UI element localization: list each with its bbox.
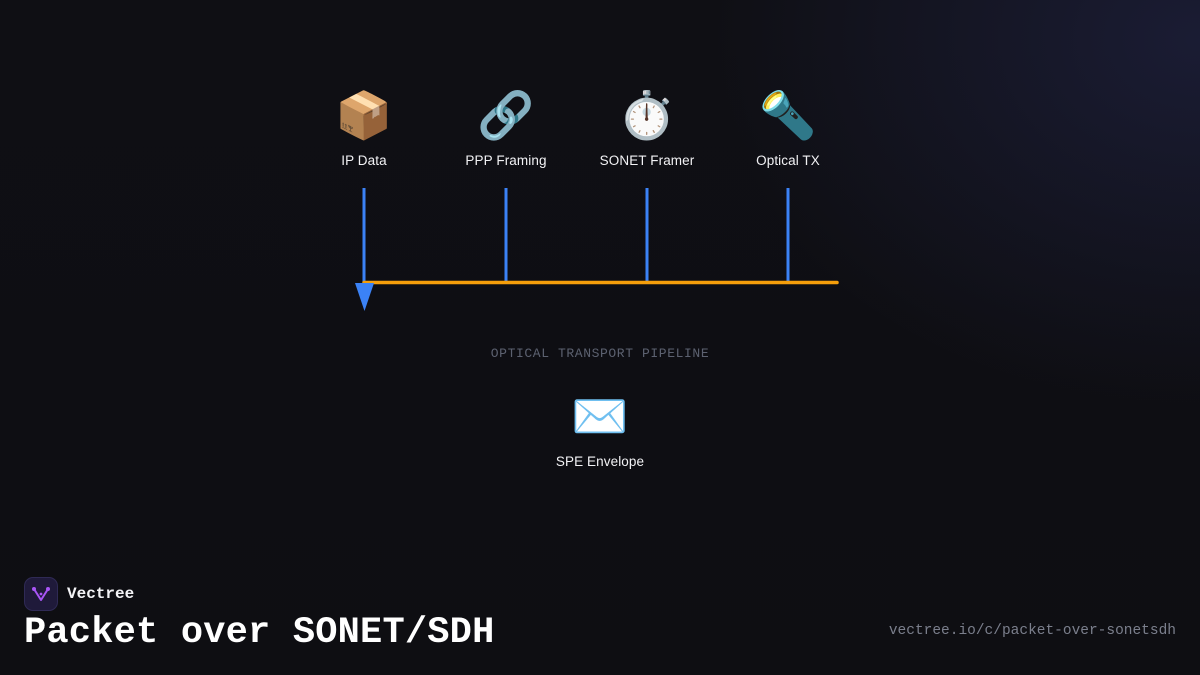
stage-label: PPP Framing [465, 153, 547, 168]
output-spe-envelope: ✉️ SPE Envelope [520, 387, 680, 469]
brand-name: Vectree [67, 585, 135, 603]
page-url[interactable]: vectree.io/c/packet-over-sonetsdh [888, 623, 1176, 639]
output-label: SPE Envelope [555, 454, 645, 469]
link-icon: 🔗 [477, 88, 535, 142]
brand: Vectree [24, 577, 134, 611]
stage-ppp-framing: 🔗 PPP Framing [426, 86, 586, 168]
vectree-logo-icon [24, 577, 58, 611]
stage-optical-tx: 🔦 Optical TX [708, 86, 868, 168]
envelope-icon: ✉️ [571, 389, 629, 443]
stage-label: IP Data [341, 153, 387, 168]
stopwatch-icon: ⏱️ [618, 88, 676, 142]
page-title: Packet over SONET/SDH [24, 612, 495, 654]
flashlight-icon: 🔦 [759, 88, 817, 142]
stage-ip-data: 📦 IP Data [284, 86, 444, 168]
stage-label: Optical TX [756, 153, 820, 168]
package-icon: 📦 [335, 88, 393, 142]
pipeline-arrow [355, 283, 374, 311]
stage-label: SONET Framer [599, 153, 695, 168]
pipeline-caption: OPTICAL TRANSPORT PIPELINE [490, 346, 710, 361]
stage-sonet-framer: ⏱️ SONET Framer [567, 86, 727, 168]
